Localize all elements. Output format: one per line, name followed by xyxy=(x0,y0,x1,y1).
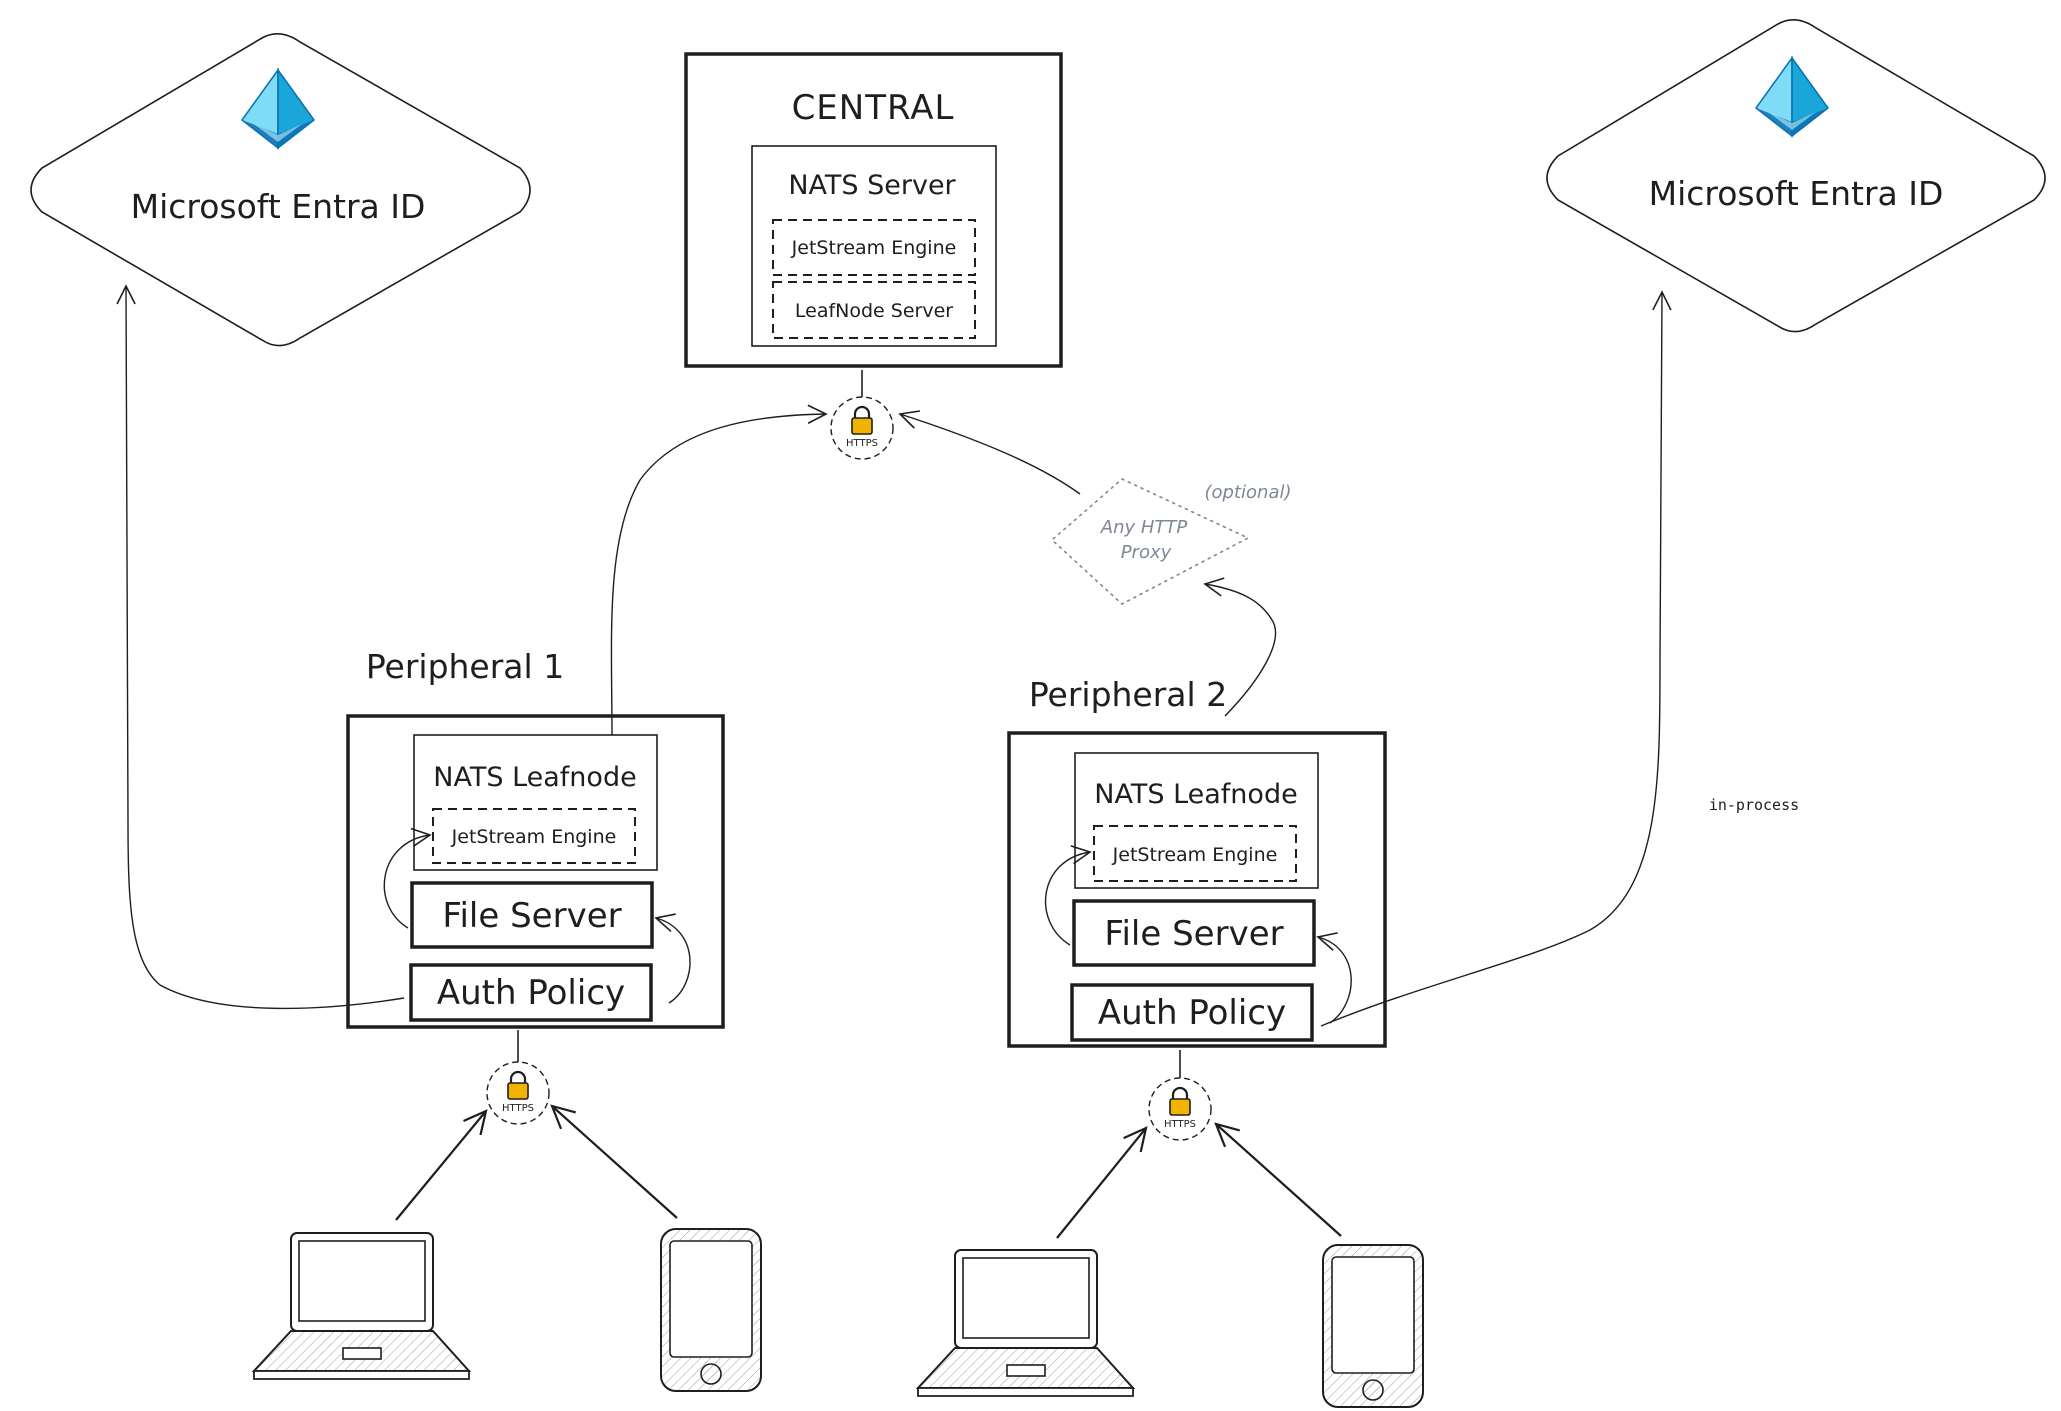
p1-leafnode-label: NATS Leafnode xyxy=(433,762,636,793)
p2-auth-to-entra-arrow xyxy=(1320,290,1672,1027)
laptop-icon xyxy=(253,1232,470,1380)
p1-file-server-box xyxy=(410,881,654,949)
peripheral-2-https-label: HTTPS xyxy=(1164,1119,1196,1130)
peripheral-2-https-badge: HTTPS xyxy=(1147,1076,1213,1142)
p2-phone-to-https-arrow xyxy=(1214,1122,1342,1237)
p2-auth-policy-label: Auth Policy xyxy=(1098,993,1286,1033)
central-node: CENTRAL NATS Server JetStream Engine Lea… xyxy=(684,52,1063,397)
peripheral-2: Peripheral 2 NATS Leafnode JetStream Eng… xyxy=(1007,675,1387,1078)
central-jetstream-label: JetStream Engine xyxy=(791,237,957,259)
p1-jetstream-box xyxy=(432,808,636,864)
leafnode-server-label: LeafNode Server xyxy=(795,300,953,322)
p2-jetstream-label: JetStream Engine xyxy=(1112,844,1278,866)
peripheral-1-title: Peripheral 1 xyxy=(366,647,564,686)
peripheral-1-phone xyxy=(660,1228,762,1392)
central-https-label: HTTPS xyxy=(846,438,878,449)
proxy-label-line1: Any HTTP xyxy=(1100,517,1188,538)
nats-server-label: NATS Server xyxy=(788,170,956,201)
entra-id-right: Microsoft Entra ID xyxy=(1546,19,2046,333)
p1-leafnode-to-central-arrow xyxy=(610,404,828,736)
entra-id-left-shape xyxy=(30,33,531,347)
p1-phone-to-https-arrow xyxy=(550,1104,678,1219)
lock-icon xyxy=(829,395,895,461)
central-title: CENTRAL xyxy=(792,88,955,128)
p2-file-server-box xyxy=(1072,899,1316,967)
laptop-icon xyxy=(917,1249,1134,1397)
phone-icon xyxy=(660,1228,762,1392)
in-process-annotation: in-process xyxy=(1709,796,1799,814)
peripheral-2-laptop xyxy=(917,1249,1134,1397)
p2-laptop-to-https-arrow xyxy=(1056,1126,1148,1239)
peripheral-1: Peripheral 1 NATS Leafnode JetStream Eng… xyxy=(346,647,725,1062)
peripheral-2-phone xyxy=(1322,1244,1424,1408)
entra-id-left: Microsoft Entra ID xyxy=(30,33,531,347)
p1-auth-policy-box xyxy=(409,963,653,1022)
p1-auth-to-fileserver-arrow xyxy=(654,913,691,1004)
phone-icon xyxy=(1322,1244,1424,1408)
p2-file-server-label: File Server xyxy=(1104,914,1283,954)
p1-auth-to-entra-arrow xyxy=(116,284,405,1010)
peripheral-1-https-label: HTTPS xyxy=(502,1103,534,1114)
central-https-badge: HTTPS xyxy=(829,395,895,461)
peripheral-2-title: Peripheral 2 xyxy=(1029,675,1227,714)
entra-id-left-label: Microsoft Entra ID xyxy=(131,187,426,226)
p1-jetstream-label: JetStream Engine xyxy=(451,826,617,848)
p2-auth-policy-box xyxy=(1070,983,1314,1042)
p1-fileserver-to-jetstream-arrow xyxy=(383,827,432,929)
p2-fileserver-to-jetstream-arrow xyxy=(1044,845,1092,946)
peripheral-1-laptop xyxy=(253,1232,470,1380)
lock-icon xyxy=(485,1060,551,1126)
lock-icon xyxy=(1147,1076,1213,1142)
central-jetstream-box xyxy=(772,219,976,276)
entra-id-right-shape xyxy=(1546,19,2046,333)
p2-leafnode-label: NATS Leafnode xyxy=(1094,779,1297,810)
http-proxy: Any HTTP Proxy (optional) xyxy=(1050,478,1292,605)
proxy-optional-label: (optional) xyxy=(1205,482,1292,503)
p2-jetstream-box xyxy=(1093,825,1297,882)
proxy-to-central-arrow xyxy=(898,410,1081,495)
p2-leafnode-to-proxy-arrow xyxy=(1203,577,1277,717)
p1-laptop-to-https-arrow xyxy=(395,1109,488,1221)
p1-auth-policy-label: Auth Policy xyxy=(437,973,625,1013)
p2-auth-to-fileserver-arrow xyxy=(1316,932,1352,1024)
http-proxy-shape xyxy=(1050,478,1250,605)
leafnode-server-box xyxy=(772,281,976,339)
p1-file-server-label: File Server xyxy=(442,896,621,936)
proxy-label-line2: Proxy xyxy=(1121,542,1172,563)
entra-id-right-label: Microsoft Entra ID xyxy=(1649,174,1944,213)
peripheral-1-https-badge: HTTPS xyxy=(485,1060,551,1126)
